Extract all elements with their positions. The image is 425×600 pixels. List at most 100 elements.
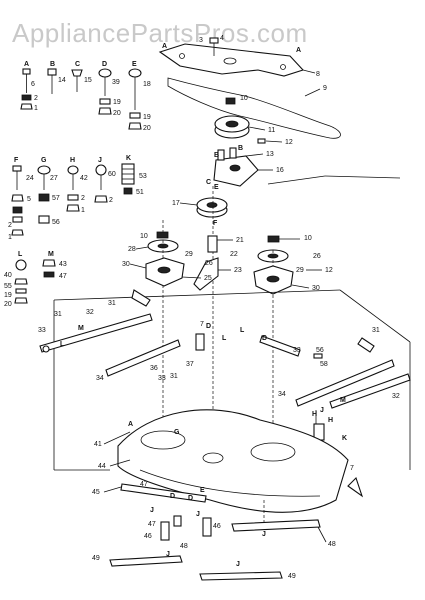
letter-e: E [214,184,219,191]
idler-pulley: 17 F [172,197,228,227]
callout-8: 8 [316,71,320,78]
callout-31: 31 [54,311,62,318]
part-label: 20 [4,301,12,308]
spacer [12,206,23,214]
part-label: 2 [8,222,12,229]
washer [21,94,32,101]
callout-29: 29 [296,267,304,274]
right-front-link [329,373,411,409]
callout-10: 10 [140,233,148,240]
callout-37: 37 [186,361,194,368]
lock-washer [15,288,27,294]
hardware-set-k: K 53 51 [121,155,147,196]
hardware-set-b-letter: B [50,61,55,68]
nut [14,278,28,285]
callout-10: 10 [304,235,312,242]
hardware-set-c: C 15 [71,61,92,92]
hardware-set-f: F 24 5 2 1 [8,157,34,241]
letter-k: K [342,435,347,442]
letter-a: A [162,43,167,50]
engine-mount-plate: A A 8 [158,43,320,78]
part-label: 14 [58,77,66,84]
hardware-set-g: G 27 57 56 [37,157,60,226]
idler-bracket: B B 13 16 C E [206,145,401,191]
nut [128,122,142,130]
center-link: 7 37 D L [186,321,227,368]
part-label: 43 [59,261,67,268]
watermark-text: AppliancePartsPros.com [12,18,308,48]
callout-34: 34 [278,391,286,398]
nut [20,103,33,110]
nut [94,195,108,203]
letter-b: B [238,145,243,152]
part-label: 5 [27,196,31,203]
part-label: 55 [4,283,12,290]
hardware-set-a-letter: A [24,61,29,68]
left-lift-link-front: 31 32 33 M L [38,309,153,353]
right-rear-link [295,359,395,407]
hardware-set-c-letter: C [75,61,80,68]
letter-m: M [78,325,84,332]
letter-a: A [128,421,133,428]
hardware-set-m: M 43 47 [42,251,67,280]
hardware-set-h-letter: H [70,157,75,164]
callout-31: 31 [372,327,380,334]
callout-16: 16 [276,167,284,174]
callout-22: 22 [230,251,238,258]
callout-49: 49 [288,573,296,580]
spindle-nut [267,235,280,243]
part-label: 24 [26,175,34,182]
callout-28: 28 [128,246,136,253]
callout-23: 23 [234,267,242,274]
callout-26: 26 [205,260,213,267]
letter-l: L [240,327,245,334]
callout-58: 58 [320,361,328,368]
nut [14,297,28,304]
carriage-bolt-head [128,68,142,78]
callout-46: 46 [144,533,152,540]
part-label: 1 [34,105,38,112]
bolt-head [95,164,107,176]
callout-30: 30 [122,261,130,268]
bolt-head [12,165,22,172]
letter-d: D [188,495,193,502]
idler-arm [193,257,219,291]
carriage-bolt-head [37,165,51,175]
hardware-set-h: H 42 2 1 [66,157,88,214]
letter-c: C [206,179,211,186]
callout-33: 33 [158,375,166,382]
letter-l: L [222,335,227,342]
nut [42,259,56,267]
part-label: 20 [113,110,121,117]
part-label: 15 [84,77,92,84]
callout-3: 3 [199,37,203,44]
part-label: 57 [52,195,60,202]
hardware-set-f-letter: F [14,157,19,164]
hardware-set-l: L 40 55 19 20 [4,251,28,308]
hardware-set-e-letter: E [132,61,137,68]
deck-baffle: 45 47 D D E [92,481,207,503]
callout-33: 33 [38,327,46,334]
letter-j: J [236,561,240,568]
callout-49: 49 [92,555,100,562]
callout-36: 36 [150,365,158,372]
callout-21: 21 [236,237,244,244]
hardware-set-a: A 6 2 1 [20,61,38,112]
letter-l: L [60,341,65,348]
hardware-set-g-letter: G [41,157,47,164]
letter-g: G [174,429,180,436]
belt-keeper: 10 [225,95,248,105]
callout-45: 45 [92,489,100,496]
washer [43,271,55,278]
callout-17: 17 [172,200,180,207]
washer [67,194,79,201]
callout-33: 33 [293,347,301,354]
callout-41: 41 [94,441,102,448]
callout-12: 12 [285,139,293,146]
hardware-set-j-letter: J [98,157,102,164]
part-label: 39 [112,79,120,86]
part-label: 19 [143,114,151,121]
callout-26: 26 [313,253,321,260]
callout-30: 30 [312,285,320,292]
